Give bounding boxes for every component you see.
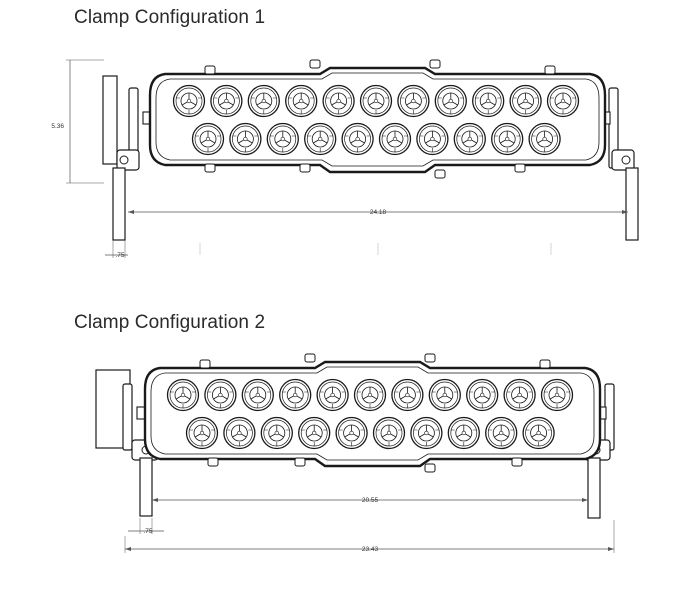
led-lens-bottom-3 [260, 416, 293, 450]
led-lens-top-1 [166, 378, 200, 412]
led-lens-top-4 [285, 84, 318, 118]
led-lens-bottom-9 [491, 122, 524, 156]
led-lens-top-11 [546, 84, 580, 118]
led-lens-top-5 [322, 84, 355, 118]
led-lens-bottom-5 [341, 122, 374, 156]
led-lens-bottom-8 [447, 416, 480, 450]
led-lens-bottom-6 [378, 122, 412, 156]
config2-title: Clamp Configuration 2 [74, 312, 266, 333]
led-lens-top-6 [353, 378, 387, 412]
led-lens-top-9 [466, 378, 499, 412]
dimension-lines: 5.36 24.18 .75 [51, 59, 628, 259]
dim-offset-label: .75 [143, 528, 152, 535]
led-lens-bottom-10 [528, 122, 561, 156]
dim-inner-label: 20.55 [362, 497, 379, 504]
led-lens-bottom-6 [372, 416, 406, 450]
led-lens-bottom-8 [453, 122, 486, 156]
led-lens-top-1 [172, 84, 206, 118]
led-lens-top-2 [204, 378, 237, 412]
led-lens-top-6 [359, 84, 393, 118]
led-lens-top-4 [279, 378, 312, 412]
led-lens-top-8 [428, 378, 461, 412]
config1-drawing: 5.36 24.18 .75 [51, 59, 639, 259]
mount-plate [102, 75, 118, 165]
led-lens-bottom-9 [485, 416, 518, 450]
led-lens-top-7 [397, 84, 430, 118]
led-lens-bottom-1 [185, 416, 219, 450]
led-lens-top-3 [241, 378, 274, 412]
dim-overall-label: 23.43 [362, 546, 379, 553]
light-housing [148, 59, 607, 179]
led-lens-top-5 [316, 378, 349, 412]
led-lens-top-9 [472, 84, 505, 118]
led-lens-top-3 [247, 84, 280, 118]
led-lens-bottom-3 [266, 122, 299, 156]
led-lens-top-10 [503, 378, 536, 412]
light-housing [143, 353, 602, 473]
led-lens-bottom-10 [522, 416, 555, 450]
led-lens-bottom-5 [335, 416, 368, 450]
dimension-lines: 20.55 .75 23.43 [124, 497, 615, 553]
led-lens-top-11 [540, 378, 574, 412]
led-lens-bottom-7 [416, 122, 449, 156]
led-lens-bottom-2 [229, 122, 262, 156]
led-lens-top-7 [391, 378, 424, 412]
led-lens-bottom-7 [410, 416, 443, 450]
right-clamp-bracket [595, 87, 639, 241]
led-lens-bottom-2 [223, 416, 256, 450]
led-lens-bottom-4 [298, 416, 331, 450]
led-lens-top-8 [434, 84, 467, 118]
dim-height-label: 5.36 [51, 123, 64, 130]
led-lens-top-2 [210, 84, 243, 118]
led-lens-bottom-1 [191, 122, 225, 156]
dim-offset-label: .75 [115, 252, 124, 259]
config1-title: Clamp Configuration 1 [74, 7, 266, 28]
config2-drawing: 20.55 .75 23.43 [95, 353, 615, 553]
dim-width-label: 24.18 [370, 209, 387, 216]
led-lens-bottom-4 [304, 122, 337, 156]
led-lens-top-10 [509, 84, 542, 118]
